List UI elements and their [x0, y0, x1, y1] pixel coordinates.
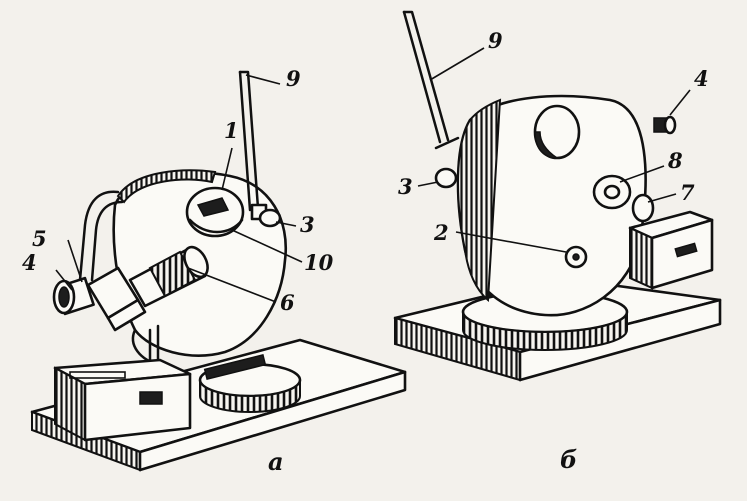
view-b-eyepiece-8	[592, 174, 632, 210]
label-b-7: 7	[680, 180, 695, 205]
label-a-3: 3	[300, 212, 315, 237]
view-b-ring-7	[631, 193, 655, 223]
view-b-lamp-box	[628, 210, 714, 290]
view-b-drawing	[393, 10, 722, 382]
label-b-2: 2	[433, 220, 449, 245]
view-b-top-port	[533, 104, 581, 160]
view-a-handle-arm-inner	[90, 200, 124, 282]
label-b-4: 4	[694, 66, 709, 91]
view-a-knob-3	[258, 208, 282, 228]
label-a-5: 5	[32, 226, 47, 251]
view-a-handle-arm	[78, 190, 120, 282]
label-b-3: 3	[398, 174, 413, 199]
view-a-drawing	[30, 70, 407, 472]
view-b-thermometer	[402, 10, 460, 150]
view-a-eyepiece	[52, 266, 147, 332]
label-a-1: 1	[224, 118, 239, 143]
view-b-knob-3	[434, 167, 458, 189]
label-b-9: 9	[488, 28, 503, 53]
view-a-leaders	[55, 74, 303, 303]
view-b-knob-4	[653, 115, 677, 135]
view-a-light-box	[53, 358, 192, 442]
caption-b: б	[560, 445, 577, 474]
view-a-prism-head	[185, 186, 245, 238]
label-b-8: 8	[667, 148, 683, 173]
caption-a: а	[268, 447, 284, 476]
label-a-10: 10	[304, 250, 334, 275]
view-a-scale-strip	[203, 353, 267, 381]
label-a-6: 6	[280, 290, 295, 315]
view-b-leaders	[417, 47, 691, 253]
view-b-housing	[456, 94, 647, 317]
label-a-4: 4	[22, 250, 37, 275]
label-a-9: 9	[286, 66, 301, 91]
